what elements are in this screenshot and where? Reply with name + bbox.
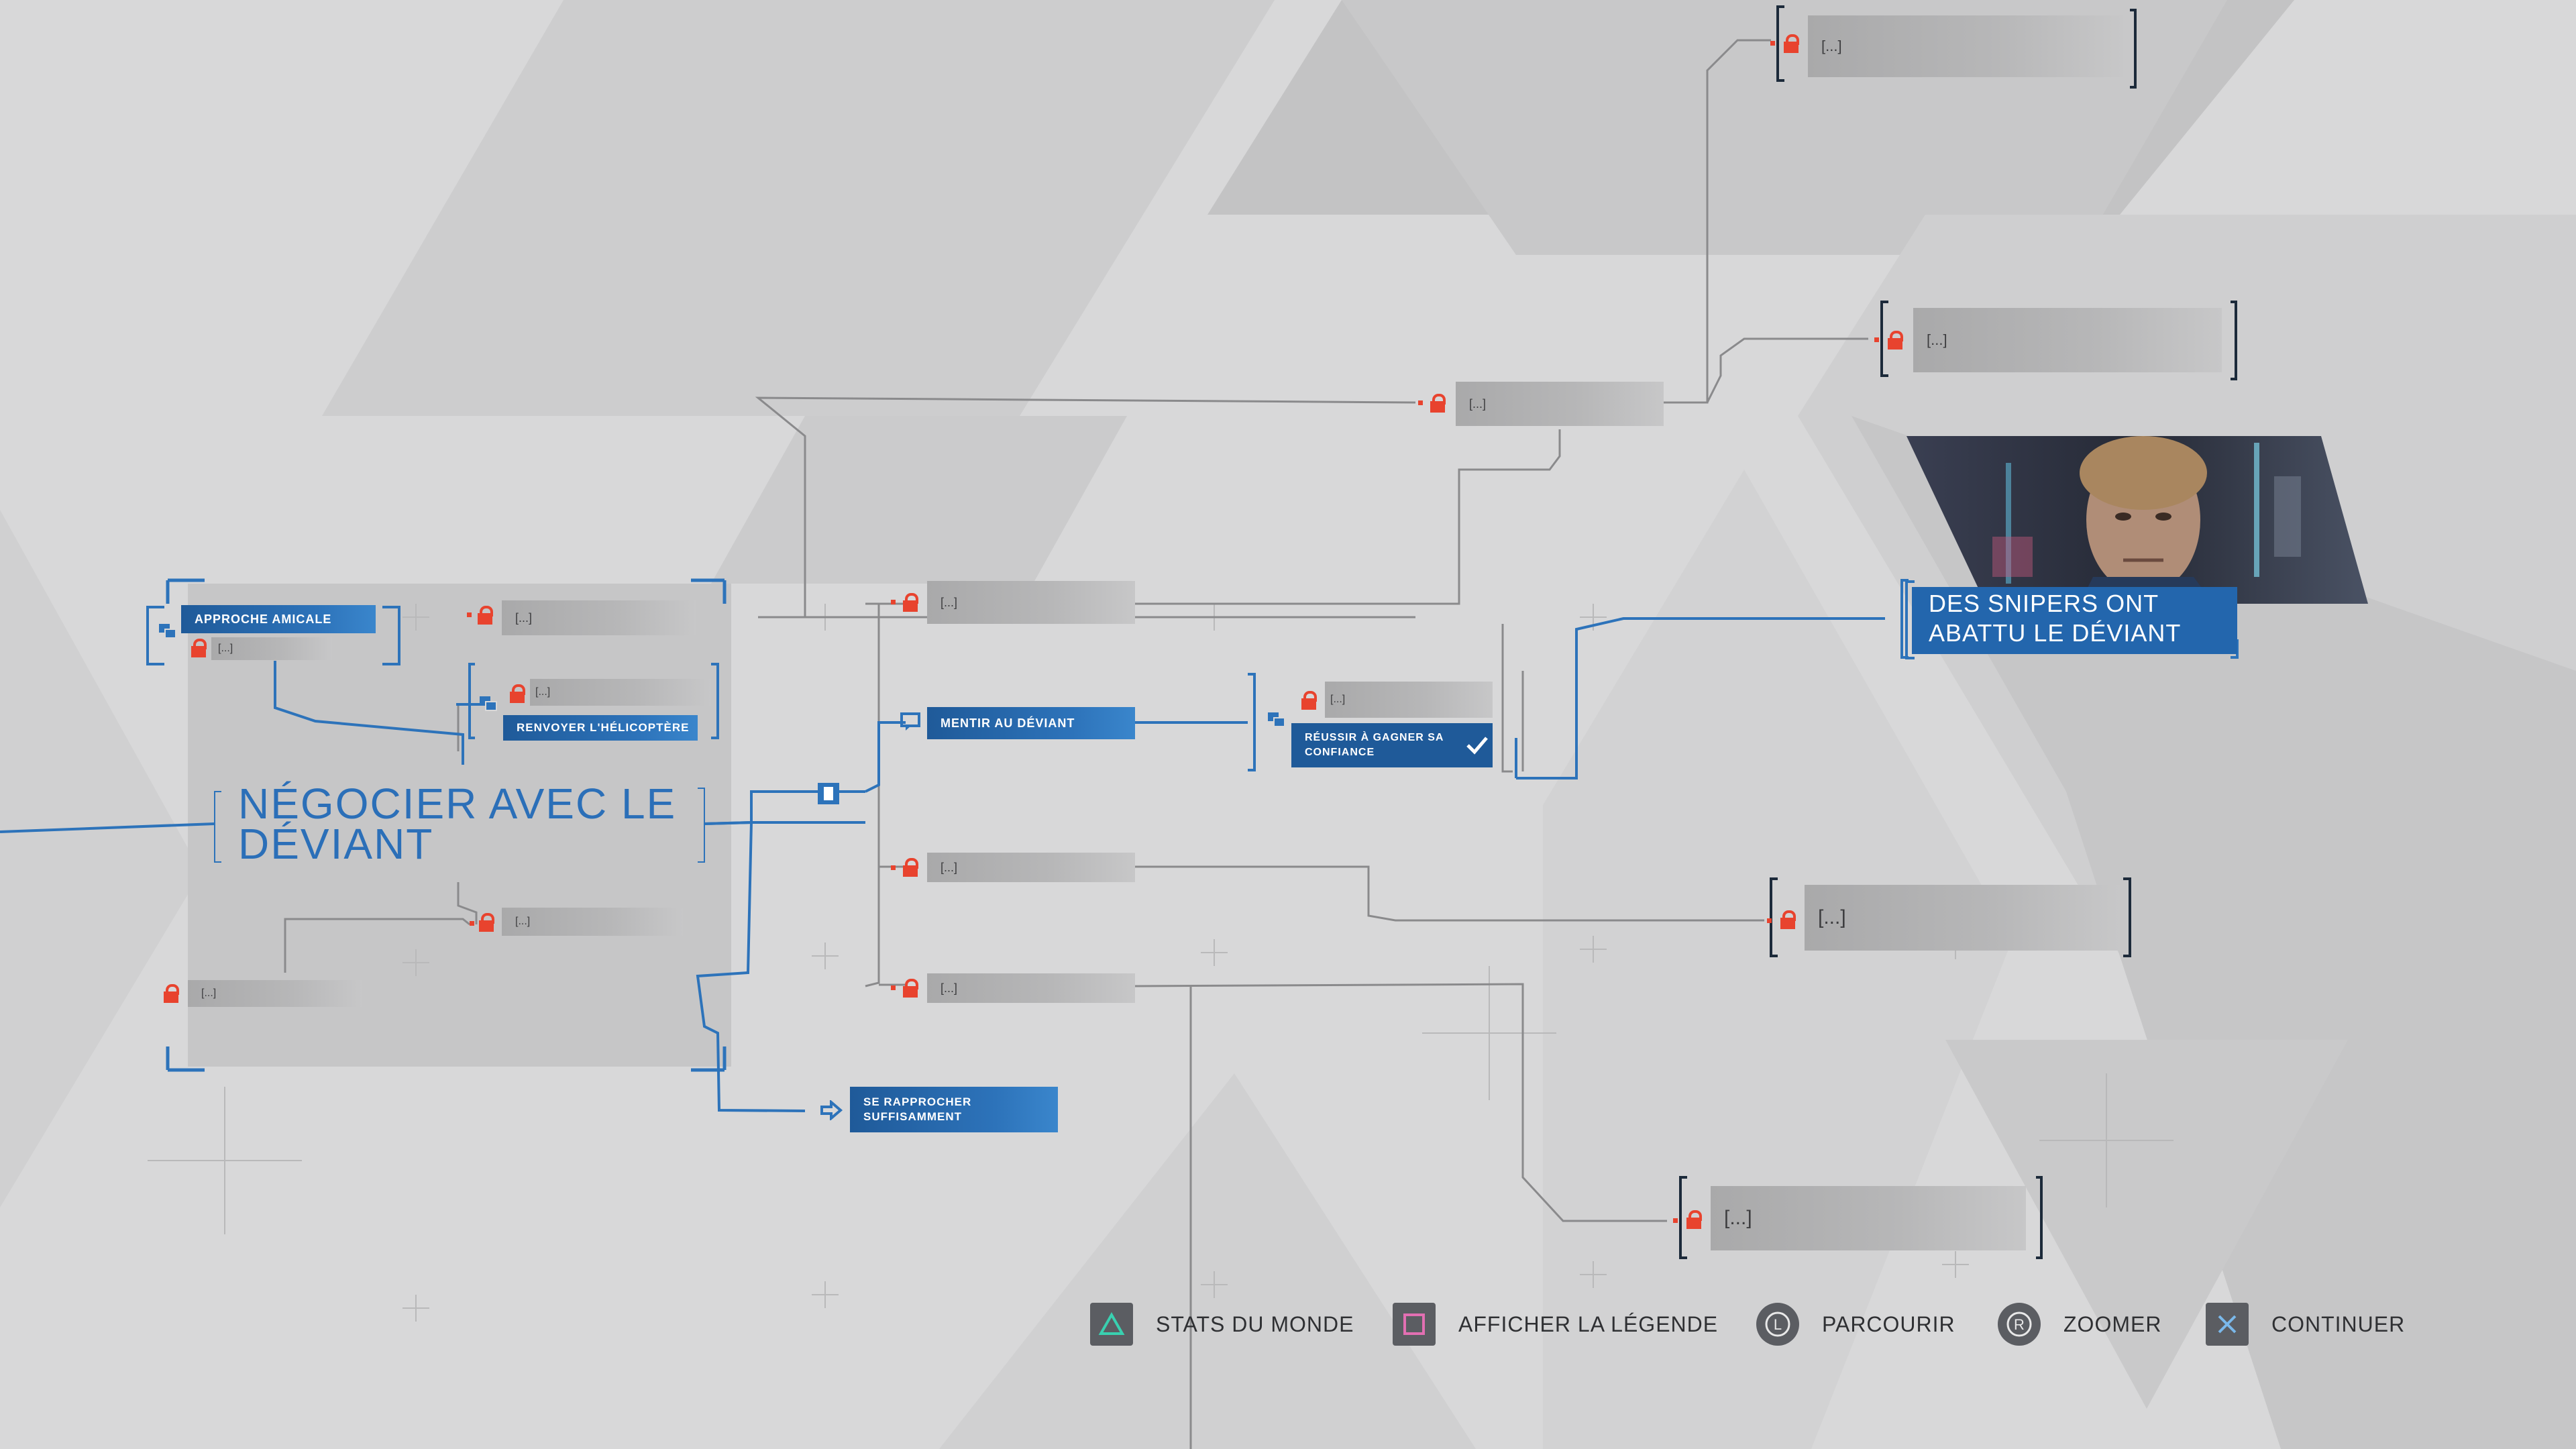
control-stats-monde[interactable]: STATS DU MONDE <box>1090 1303 1354 1346</box>
decision-icon <box>480 696 497 711</box>
connector-dot <box>891 985 896 990</box>
control-continuer[interactable]: CONTINUER <box>2206 1303 2405 1346</box>
node-hidden-2[interactable]: [...] <box>470 902 691 943</box>
ending-label <box>1912 587 2237 654</box>
ending-line1: DES SNIPERS ONT <box>1929 590 2159 617</box>
hidden-choice-label: [...] <box>927 853 1135 882</box>
lock-icon <box>478 606 493 625</box>
control-label: CONTINUER <box>2271 1311 2406 1336</box>
hidden-choice-label: [...] <box>1711 1186 2026 1250</box>
renvoyer-helicoptere-label: RENVOYER L'HÉLICOPTÈRE <box>503 715 698 741</box>
lock-icon <box>903 858 918 877</box>
node-approche-amicale[interactable]: APPROCHE AMICALE [...] <box>158 604 379 664</box>
lock-icon <box>1430 394 1446 413</box>
dialogue-icon <box>900 712 920 731</box>
node-se-rapprocher[interactable]: SE RAPPROCHER SUFFISAMMENT <box>808 1085 1063 1134</box>
hub-title-line2: DÉVIANT <box>238 820 434 868</box>
lock-icon <box>1784 34 1799 53</box>
hidden-choice-label: [...] <box>530 679 711 706</box>
node-hidden-6[interactable]: [...] <box>885 969 1140 1007</box>
reussir-line1: RÉUSSIR À GAGNER SA <box>1305 732 1444 743</box>
hub-node[interactable]: NÉGOCIER AVEC LE DÉVIANT <box>218 780 708 871</box>
ending-text: DES SNIPERS ONT ABATTU LE DÉVIANT <box>1929 589 2181 648</box>
mentir-deviant-label: MENTIR AU DÉVIANT <box>927 707 1135 739</box>
hidden-choice-label: [...] <box>927 973 1135 1003</box>
hidden-choice-label: [...] <box>1325 682 1493 718</box>
control-zoomer[interactable]: R ZOOMER <box>1998 1303 2161 1346</box>
lock-icon <box>1301 691 1317 710</box>
control-parcourir[interactable]: L PARCOURIR <box>1756 1303 1955 1346</box>
node-hidden-9[interactable]: [...] <box>1872 305 2234 376</box>
hidden-choice-label: [...] <box>502 908 683 936</box>
connector-dot <box>1874 337 1879 342</box>
ending-line2: ABATTU LE DÉVIANT <box>1929 619 2182 647</box>
hub-title: NÉGOCIER AVEC LE DÉVIANT <box>238 780 677 868</box>
connector-dot <box>891 600 896 604</box>
node-reussir-confiance[interactable]: [...] RÉUSSIR À GAGNER SA CONFIANCE <box>1248 671 1503 771</box>
node-hidden-10[interactable]: [...] <box>1764 882 2127 956</box>
connector-dot <box>467 612 472 617</box>
node-mentir-deviant[interactable]: MENTIR AU DÉVIANT <box>885 704 1140 742</box>
approche-amicale-label: APPROCHE AMICALE <box>181 605 376 633</box>
lock-icon <box>479 913 494 932</box>
hub-junction-icon <box>818 783 839 804</box>
lock-icon <box>1780 910 1796 929</box>
control-label: STATS DU MONDE <box>1156 1311 1354 1336</box>
node-ending-snipers[interactable]: DES SNIPERS ONT ABATTU LE DÉVIANT <box>1898 436 2381 664</box>
connector-dot <box>891 865 896 870</box>
checkmark-icon <box>1466 737 1488 755</box>
decision-icon <box>1268 712 1285 727</box>
lock-icon <box>510 684 525 703</box>
cross-button-icon <box>2206 1303 2249 1346</box>
reussir-line2: CONFIANCE <box>1305 747 1375 758</box>
lock-icon <box>191 639 207 657</box>
control-label: ZOOMER <box>2063 1311 2162 1336</box>
svg-text:R: R <box>2014 1316 2025 1333</box>
ending-bracket-left <box>1905 580 1915 659</box>
hidden-choice-label: [...] <box>211 637 332 660</box>
lock-icon <box>1686 1210 1702 1229</box>
arrow-right-icon <box>820 1100 843 1120</box>
connector-dot <box>1673 1218 1678 1223</box>
node-hidden-8[interactable]: [...] <box>1768 10 2130 80</box>
hidden-choice-label: [...] <box>1456 382 1664 426</box>
node-hidden-1[interactable]: [...] <box>456 594 698 641</box>
se-rapprocher-line2: SUFFISAMMENT <box>863 1110 963 1123</box>
deviant-portrait-image <box>1907 436 2368 604</box>
se-rapprocher-label: SE RAPPROCHER SUFFISAMMENT <box>850 1087 1058 1132</box>
control-afficher-legende[interactable]: AFFICHER LA LÉGENDE <box>1393 1303 1718 1346</box>
control-label: PARCOURIR <box>1822 1311 1955 1336</box>
connector-dot <box>1767 918 1772 923</box>
node-hidden-5[interactable]: [...] <box>885 849 1140 886</box>
hidden-choice-label: [...] <box>502 600 696 635</box>
connector-dot <box>470 921 474 926</box>
triangle-button-icon <box>1090 1303 1133 1346</box>
lock-icon <box>164 984 179 1003</box>
se-rapprocher-line1: SE RAPPROCHER <box>863 1095 972 1108</box>
left-stick-icon: L <box>1756 1303 1799 1346</box>
hidden-choice-label: [...] <box>188 980 362 1007</box>
svg-text:L: L <box>1774 1316 1782 1333</box>
control-label: AFFICHER LA LÉGENDE <box>1458 1311 1719 1336</box>
node-hidden-3[interactable]: [...] <box>161 976 376 1010</box>
connector-dot <box>1770 41 1775 46</box>
lock-icon <box>903 593 918 612</box>
node-hidden-11[interactable]: [...] <box>1670 1181 2033 1254</box>
lock-icon <box>1888 331 1903 350</box>
node-renvoyer-helicoptere[interactable]: [...] RENVOYER L'HÉLICOPTÈRE <box>473 671 714 745</box>
right-stick-icon: R <box>1998 1303 2041 1346</box>
hidden-choice-label: [...] <box>1913 308 2222 372</box>
square-button-icon <box>1393 1303 1436 1346</box>
hidden-choice-label: [...] <box>1805 885 2120 951</box>
node-hidden-7[interactable]: [...] <box>1415 379 1670 429</box>
reussir-confiance-label: RÉUSSIR À GAGNER SA CONFIANCE <box>1291 723 1493 767</box>
hidden-choice-label: [...] <box>1808 15 2123 77</box>
connector-dot <box>1418 400 1423 405</box>
hub-title-line1: NÉGOCIER AVEC LE <box>238 780 677 828</box>
node-hidden-4[interactable]: [...] <box>885 578 1140 625</box>
decision-icon <box>159 624 176 639</box>
hidden-choice-label: [...] <box>927 581 1135 624</box>
lock-icon <box>903 979 918 998</box>
